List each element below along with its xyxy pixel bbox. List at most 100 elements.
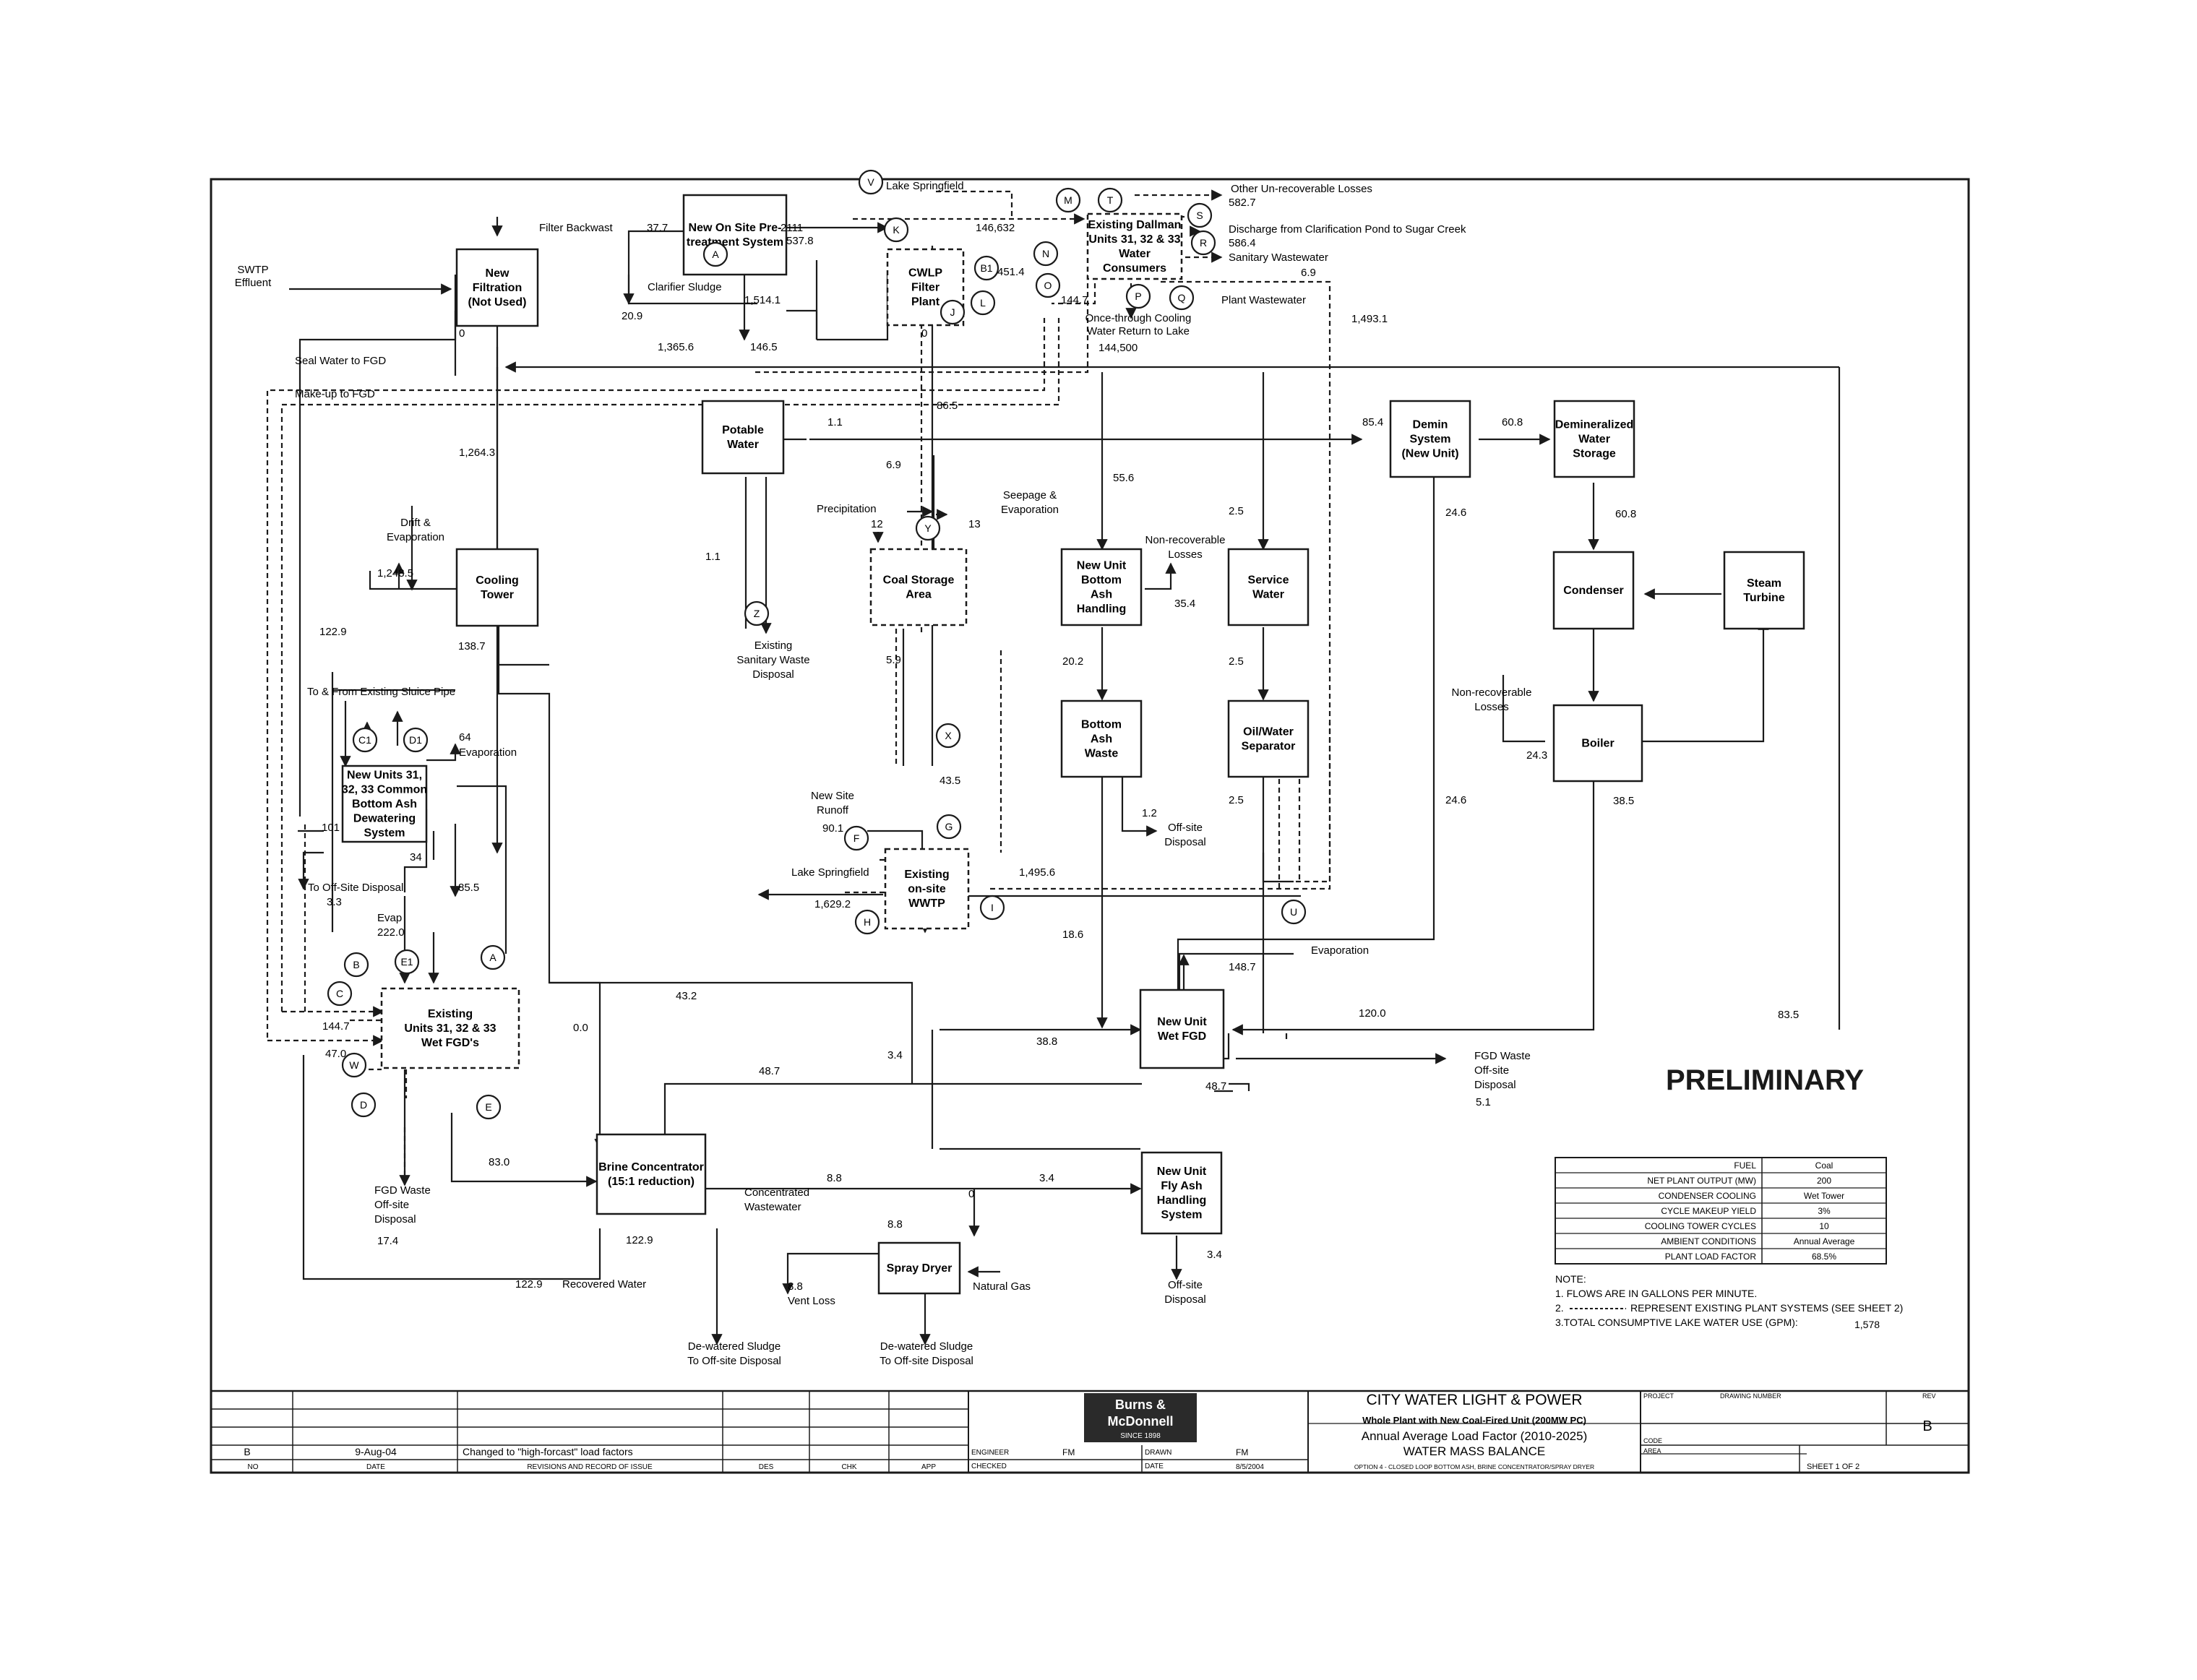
flow-value: 122.9	[515, 1278, 543, 1291]
fly-offsite-label: Off-site	[1168, 1279, 1203, 1291]
makeup-fgd-label: Make-up to FGD	[295, 388, 375, 400]
oil-water-separator-label: Separator	[1242, 741, 1296, 753]
concentrated-ww-label: Wastewater	[744, 1201, 801, 1213]
drawing-number-label: DRAWING NUMBER	[1720, 1392, 1781, 1400]
marker-a2-icon: A	[480, 944, 506, 970]
dewatered-1-label: To Off-site Disposal	[687, 1355, 781, 1367]
drawing-subtitle: Whole Plant with New Coal-Fired Unit (20…	[1362, 1415, 1586, 1426]
flow-value: 222.0	[377, 926, 405, 939]
engineer-value: FM	[1062, 1447, 1075, 1457]
seepage-label: Evaporation	[1001, 504, 1059, 516]
marker-g-icon: G	[936, 814, 962, 840]
flow-value: 12	[871, 518, 883, 530]
hdr-chk: CHK	[841, 1463, 856, 1471]
rev-value: B	[1922, 1418, 1932, 1434]
discharge-sugar-creek-label: Discharge from Clarification Pond to Sug…	[1229, 223, 1466, 236]
dallman-consumers-label: Consumers	[1103, 262, 1166, 275]
coal-storage-label: Area	[906, 589, 932, 601]
drawn-value: FM	[1236, 1447, 1248, 1457]
drawn-label: DRAWN	[1145, 1449, 1171, 1457]
brine-concentrator-label: (15:1 reduction)	[608, 1176, 695, 1188]
date-label: DATE	[1145, 1463, 1164, 1470]
fgd-waste-offsite-label: Disposal	[1474, 1079, 1516, 1091]
marker-p-icon: P	[1125, 283, 1151, 309]
flow-value: 90.1	[822, 822, 843, 835]
svg-text:C: C	[336, 988, 343, 999]
flow-value: 582.7	[1229, 197, 1256, 209]
flow-value: 60.8	[1502, 416, 1523, 428]
flow-value: 451.4	[997, 266, 1025, 278]
fly-ash-label: New Unit	[1157, 1166, 1207, 1178]
bottom-ash-handling-label: Bottom	[1081, 574, 1122, 587]
fly-ash-label: Fly Ash	[1161, 1180, 1202, 1192]
notes-title: NOTE:	[1555, 1273, 1586, 1285]
flow-value: 144.7	[1061, 294, 1088, 306]
svg-text:F: F	[854, 832, 860, 844]
evap-label: Evap	[377, 912, 402, 924]
spec-label: FUEL	[1734, 1160, 1756, 1171]
svg-text:Y: Y	[924, 522, 932, 534]
sluice-pipe-label: To & From Existing Sluice Pipe	[307, 686, 455, 698]
spec-label: PLANT LOAD FACTOR	[1665, 1252, 1757, 1262]
svg-text:D: D	[360, 1099, 367, 1111]
fgd-waste-offsite-label: Off-site	[1474, 1064, 1509, 1077]
cooling-tower-label: Cooling	[476, 574, 519, 587]
title-block: B 9-Aug-04 Changed to "high-forcast" loa…	[210, 1390, 1970, 1474]
project-label: PROJECT	[1643, 1392, 1674, 1400]
flow-value: 1.2	[1142, 807, 1157, 819]
fgd-waste-left-label: Off-site	[374, 1199, 409, 1211]
service-water-label: Service	[1248, 574, 1289, 587]
seal-water-label: Seal Water to FGD	[295, 355, 386, 367]
evaporation-fgd-label: Evaporation	[1311, 944, 1369, 957]
marker-n-icon: N	[1033, 241, 1059, 267]
company-logo	[1084, 1393, 1197, 1442]
flow-value: 146,632	[976, 222, 1015, 234]
boiler-label: Boiler	[1581, 738, 1614, 750]
dewatering-label: System	[364, 827, 405, 840]
marker-k-icon: K	[883, 217, 909, 243]
swtp-label: SWTP	[237, 264, 268, 276]
dewatered-1-label: De-watered Sludge	[688, 1340, 781, 1353]
logo-text-2: McDonnell	[1107, 1414, 1173, 1429]
hdr-app: APP	[921, 1463, 936, 1471]
sanitary-wastewater-label: Sanitary Wastewater	[1229, 251, 1328, 264]
svg-text:E: E	[485, 1101, 491, 1113]
logo-text-3: SINCE 1898	[1120, 1432, 1161, 1440]
logo-text-1: Burns &	[1115, 1397, 1166, 1412]
bottom-ash-handling-label: New Unit	[1077, 560, 1127, 572]
marker-c1-icon: C1	[352, 727, 378, 753]
marker-r-icon: R	[1190, 230, 1216, 256]
flow-value: 20.9	[622, 310, 642, 322]
flow-value: 37.7	[647, 222, 668, 234]
new-filtration-label: New	[486, 267, 510, 280]
flow-value: 2111	[781, 222, 803, 234]
flow-value: 24.6	[1445, 507, 1466, 519]
cooling-tower-label: Tower	[481, 589, 514, 601]
flow-value: 34	[410, 851, 422, 863]
bottom-ash-waste-label: Ash	[1091, 733, 1112, 746]
bottom-ash-handling-label: Handling	[1077, 603, 1126, 616]
marker-i-icon: I	[979, 895, 1005, 921]
demin-storage-label: Storage	[1573, 448, 1616, 460]
existing-sanitary-label: Sanitary Waste	[736, 654, 809, 666]
flow-value: 5.1	[1476, 1096, 1491, 1108]
flow-value: 1,493.1	[1351, 313, 1388, 325]
brine-concentrator-box: Brine Concentrator(15:1 reduction)	[596, 1133, 707, 1215]
svg-text:J: J	[950, 306, 955, 318]
flow-value: 2.5	[1229, 505, 1244, 517]
note-3: 3.TOTAL CONSUMPTIVE LAKE WATER USE (GPM)…	[1555, 1317, 1798, 1328]
flow-value: 8.8	[788, 1280, 803, 1293]
dewatering-label: Dewatering	[353, 813, 416, 825]
flow-value: 0.0	[573, 1022, 588, 1034]
cwlp-filter-label: CWLP	[908, 267, 942, 280]
flow-value: 8.8	[887, 1218, 903, 1231]
wwtp-label: on-site	[908, 883, 946, 895]
boiler-box: Boiler	[1552, 704, 1643, 783]
flow-value: 5.9	[886, 654, 901, 666]
existing-sanitary-label: Existing	[754, 639, 793, 652]
svg-text:B1: B1	[980, 262, 992, 274]
